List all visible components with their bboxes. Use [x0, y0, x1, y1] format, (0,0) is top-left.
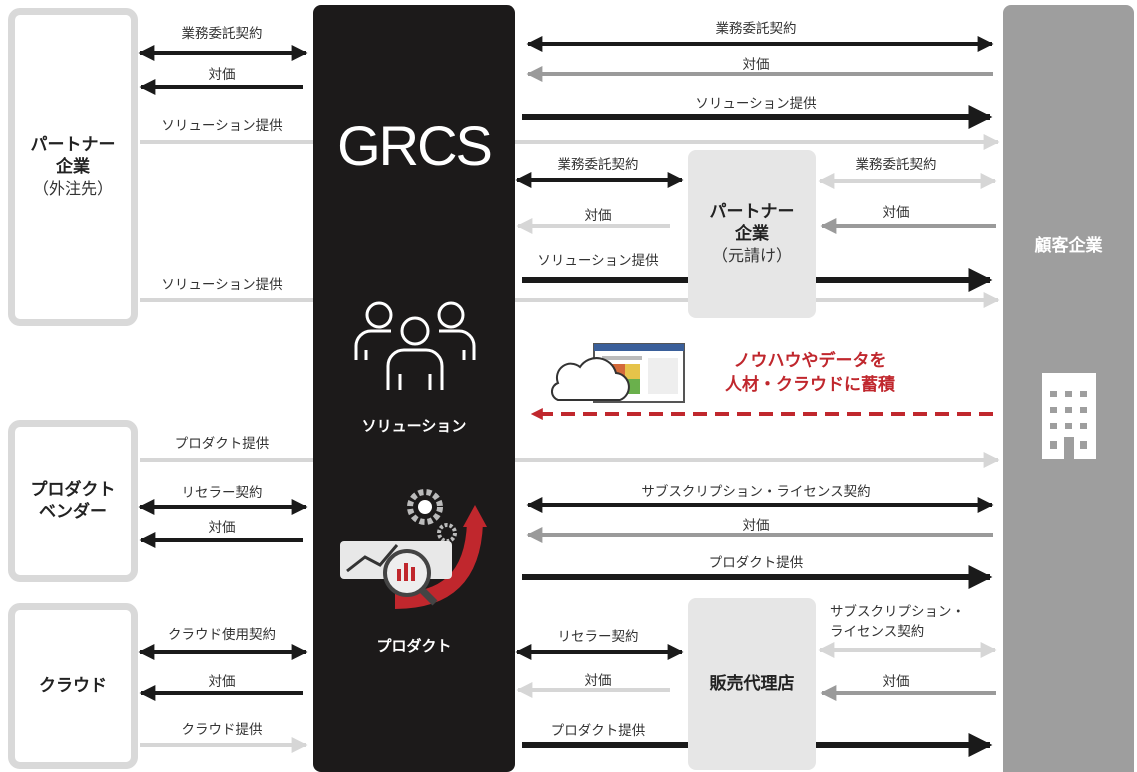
cloud-box: クラウド	[8, 603, 138, 769]
partner-outsource-title-2: 企業	[56, 157, 90, 177]
label-l-contract: 業務委託契約	[181, 26, 263, 42]
label-pv-product: プロダクト提供	[174, 436, 270, 452]
label-rr-contract: 業務委託契約	[855, 157, 937, 173]
solution-label: ソリューション	[361, 417, 467, 435]
label-l-solution-1: ソリューション提供	[161, 118, 283, 134]
partner-prime-title-1: パートナー	[709, 202, 795, 222]
partner-outsource-sub: （外注先）	[32, 179, 113, 198]
label-l-solution-2: ソリューション提供	[161, 277, 283, 293]
label-rs2-contract-2: ライセンス契約	[830, 624, 925, 640]
label-r-payment: 対価	[742, 57, 770, 73]
label-l-payment: 対価	[208, 67, 236, 83]
label-m-payment: 対価	[584, 208, 612, 224]
grcs-column: GRCS ソリューション プロダクト	[313, 5, 515, 772]
label-rs2-contract-1: サブスクリプション・	[830, 604, 965, 620]
customer-column: 顧客企業	[1003, 5, 1134, 772]
label-rs-contract: リセラー契約	[557, 629, 639, 645]
label-m-solution: ソリューション提供	[537, 253, 659, 269]
label-pv-payment: 対価	[208, 520, 236, 536]
reseller-title: 販売代理店	[709, 674, 795, 694]
partner-outsource-title-1: パートナー	[30, 135, 116, 155]
product-vendor-box: プロダクト ベンダー	[8, 420, 138, 582]
label-sub-payment: 対価	[742, 518, 770, 534]
label-r-solution: ソリューション提供	[695, 96, 817, 112]
label-cl-payment: 対価	[208, 674, 236, 690]
label-rs-product: プロダクト提供	[550, 723, 646, 739]
product-vendor-title-1: プロダクト	[30, 480, 116, 500]
product-vendor-title-2: ベンダー	[39, 502, 107, 522]
product-analytics-icon	[340, 489, 487, 609]
label-sub-contract: サブスクリプション・ライセンス契約	[641, 484, 871, 500]
partner-prime-title-2: 企業	[735, 224, 769, 244]
label-r-contract: 業務委託契約	[715, 21, 797, 37]
label-sub-product: プロダクト提供	[708, 555, 804, 571]
label-m-contract: 業務委託契約	[557, 157, 639, 173]
grcs-logo: GRCS	[337, 114, 493, 177]
cloud-screen-icon	[551, 343, 685, 403]
cloud-title: クラウド	[39, 676, 107, 696]
partner-prime-box: パートナー 企業 （元請け）	[688, 150, 816, 318]
building-icon	[1042, 373, 1096, 459]
customer-title: 顧客企業	[1034, 236, 1103, 256]
people-icon	[354, 301, 476, 390]
label-rr-payment: 対価	[882, 205, 910, 221]
knowledge-line-1: ノウハウやデータを	[733, 351, 887, 371]
product-label: プロダクト	[376, 637, 452, 655]
reseller-box: 販売代理店	[688, 598, 816, 770]
partner-outsource-box: パートナー 企業 （外注先）	[8, 8, 138, 326]
partner-prime-sub: （元請け）	[711, 246, 792, 265]
knowledge-line-2: 人材・クラウドに蓄積	[725, 375, 895, 395]
label-rs-payment: 対価	[584, 673, 612, 689]
label-cl-provide: クラウド提供	[181, 722, 263, 738]
label-cl-contract: クラウド使用契約	[168, 627, 276, 643]
label-pv-reseller: リセラー契約	[181, 485, 263, 501]
label-rs2-payment: 対価	[882, 674, 910, 690]
